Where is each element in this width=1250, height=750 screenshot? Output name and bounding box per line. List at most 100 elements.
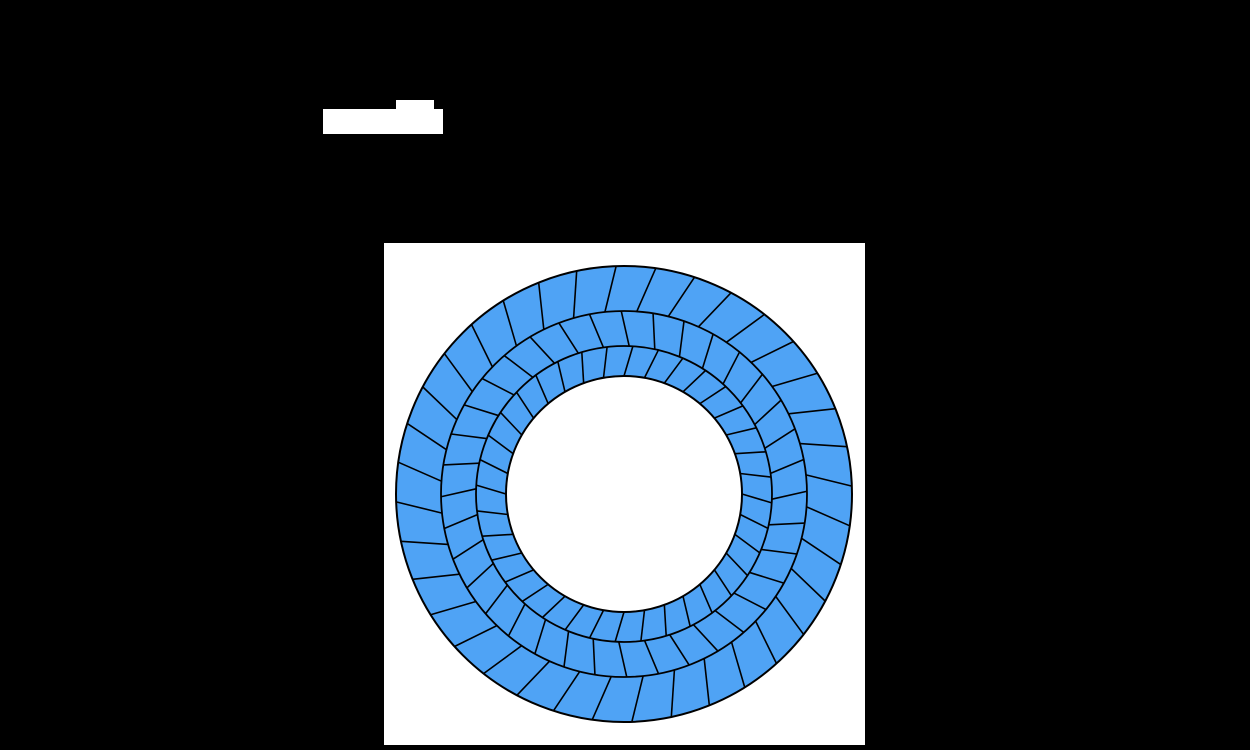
ring-segment-divider [591,676,612,721]
ring-segment-divider [443,513,478,530]
ring-segment-divider [631,675,644,723]
ring-segment-divider [481,377,515,396]
ring-segment-divider [443,462,480,466]
ring-segment-divider [667,276,696,317]
ring-segment-divider [739,513,769,530]
ring-segment-divider [741,493,772,504]
ring-segment-divider [623,346,634,377]
ring-segment-divider [663,604,667,636]
ring-segment-divider [541,595,566,619]
ring-segment-divider [479,458,509,475]
ring-segment-divider [529,336,556,364]
ring-segment-divider [430,600,477,616]
ring-segment-divider [564,604,585,631]
ring-segment-divider [406,422,447,451]
figure-panel [384,243,865,745]
ring-segment-divider [515,391,535,419]
ring-segment-divider [636,267,657,312]
ring-segment-divider [761,548,797,555]
ring-segment-divider [395,501,443,514]
ring-segment-divider [563,631,570,667]
ring-segment-divider [701,333,714,369]
ring-band-2 [440,310,808,678]
ring-segment-divider [454,624,498,648]
ring-segment-divider [476,510,508,516]
ring-segment-divider [771,372,818,388]
ring-boundary-1 [475,345,773,643]
ring-segment-divider [482,533,514,537]
ring-segment-divider [713,569,733,597]
ring-segment-divider [592,638,596,675]
ring-segment-divider [670,669,676,718]
ring-segment-divider [452,539,484,560]
ring-segment-divider [499,411,523,436]
ring-segment-divider [703,658,711,706]
ring-segment-divider [620,310,630,347]
ring-segment-divider [443,353,473,393]
blank-tab [396,100,434,110]
ring-segment-divider [806,506,851,527]
ring-segment-divider [714,609,745,634]
ring-segment-divider [558,322,579,354]
ring-segment-divider [400,540,449,546]
ring-segment-divider [604,265,617,313]
ring-segment-divider [799,442,848,448]
ring-segment-divider [602,346,608,378]
ring-segment-divider [470,324,494,368]
ring-segment-divider [588,313,605,348]
ring-segment-divider [663,357,684,384]
segmented-ring-figure [395,265,853,723]
ring-segment-divider [504,569,534,583]
ring-segment-divider [699,584,713,614]
ring-segment-divider [775,595,805,635]
ring-segment-divider [521,583,549,603]
ring-segment-divider [534,619,547,655]
ring-inner-hole [505,375,743,613]
ring-segment-divider [503,354,534,379]
ring-segment-divider [412,573,460,581]
ring-segment-divider [466,562,494,589]
blank-label [323,109,443,134]
ring-segment-divider [770,458,805,475]
ring-segment-divider [537,282,545,330]
ring-segment-divider [771,490,808,500]
ring-segment-divider [643,640,660,675]
ring-segment-divider [535,374,549,404]
ring-segment-divider [790,567,826,602]
ring-segment-divider [801,537,842,566]
ring-segment-divider [487,434,514,455]
ring-segment-divider [502,300,518,347]
ring-segment-divider [572,270,578,319]
ring-segment-divider [750,340,794,364]
ring-segment-divider [397,461,442,482]
ring-segment-divider [463,404,499,417]
ring-segment-divider [714,405,744,419]
ring-segment-divider [682,596,691,627]
ring-boundary-2 [440,310,808,678]
ring-segment-divider [614,611,625,642]
ring-segment-divider [552,671,581,712]
ring-segment-divider [805,474,853,487]
ring-segment-divider [588,609,605,639]
ring-segment-divider [682,369,707,393]
ring-band-3 [395,265,853,723]
ring-segment-divider [516,660,551,696]
ring-segment-divider [643,349,660,379]
ring-segment-divider [678,321,685,357]
ring-segment-divider [451,433,487,440]
ring-segment-divider [722,351,741,385]
ring-segment-divider [733,592,767,611]
ring-segment-divider [640,610,646,642]
ring-segment-divider [422,386,458,421]
ring-segment-divider [734,533,761,554]
ring-segment-divider [754,399,782,426]
ring-segment-divider [788,407,836,415]
ring-segment-divider [725,313,765,343]
ring-segment-divider [739,373,764,404]
ring-segment-divider [652,313,656,350]
ring-segment-divider [581,352,585,384]
ring-segment-divider [754,620,778,664]
ring-segment-divider [557,361,566,392]
ring-segment-divider [697,292,732,328]
